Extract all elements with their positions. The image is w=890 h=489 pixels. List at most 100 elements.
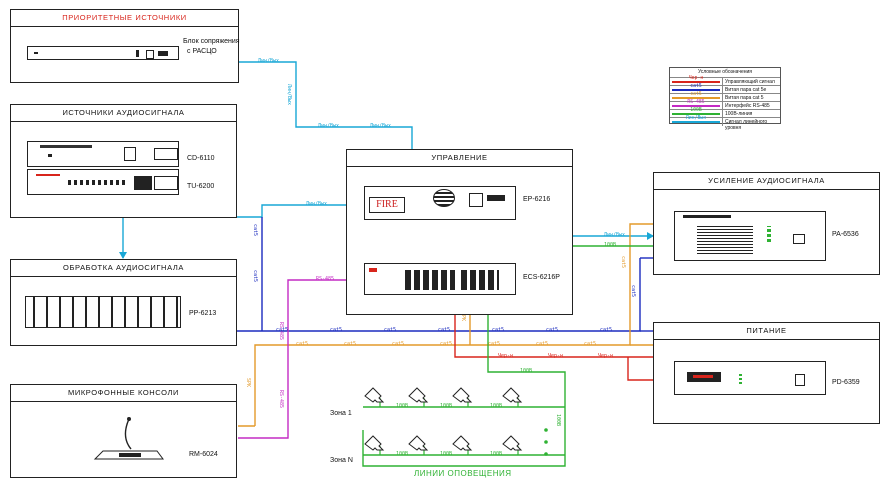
zone-1-label: Зона 1: [330, 410, 352, 417]
cable-label: RS-485: [278, 322, 284, 341]
ep-label: EP-6216: [523, 196, 551, 203]
legend-code: 100В: [690, 108, 702, 113]
cable-label: cat5: [392, 341, 405, 347]
arrow-down-pp: [119, 252, 127, 259]
speakers: [364, 387, 523, 451]
cable-label: cat5: [620, 256, 626, 269]
legend-description: Сигнал линейного уровня: [725, 119, 768, 131]
speaker-icon: [408, 387, 429, 403]
legend-swatch: cat5: [670, 92, 723, 102]
ep-panel-device: FIRE: [364, 186, 516, 220]
group-title: УСИЛЕНИЕ АУДИОСИГНАЛА: [654, 173, 879, 190]
legend-description: Интерфейс RS-485: [725, 103, 770, 109]
legend-code: Лин/Вых: [685, 116, 707, 121]
interface-block-label: Блок сопряжения: [183, 38, 240, 45]
keypad-icon: [469, 193, 483, 207]
group-title: ИСТОЧНИКИ АУДИОСИГНАЛА: [11, 105, 236, 122]
speaker-icon: [364, 387, 385, 403]
power-group: ПИТАНИЕ PD-6359: [653, 322, 880, 424]
audio-sources-group: ИСТОЧНИКИ АУДИОСИГНАЛА CD-6110 TU-6200: [10, 104, 237, 218]
legend-description: 100В-линия: [725, 111, 753, 117]
legend-description: Витая пара cat 5e: [725, 87, 767, 93]
legend-line: [672, 81, 720, 83]
cable-label: Лин/Вых: [370, 123, 392, 129]
group-title: МИКРОФОННЫЕ КОНСОЛИ: [11, 385, 236, 402]
cable-label: Лин/Вых: [258, 58, 280, 64]
pd-label: PD-6359: [832, 379, 860, 386]
priority-sources-group: ПРИОРИТЕТНЫЕ ИСТОЧНИКИ Блок сопряжения с…: [10, 9, 240, 83]
microphone-icon: [433, 189, 455, 207]
cable-label: cat5: [344, 341, 357, 347]
legend-swatch: cat5: [670, 84, 723, 94]
cable-label: cat5: [536, 341, 549, 347]
cable-label: RS-485: [316, 276, 335, 282]
cable-label: Чер-н: [598, 353, 614, 359]
cable-label: cat5: [488, 341, 501, 347]
power-amplifier-device: [674, 211, 826, 261]
cable-label: cat5: [600, 327, 613, 333]
cable-label: SPK: [245, 378, 251, 388]
rm-label: RM-6024: [189, 451, 218, 458]
arrow-right-pa: [647, 232, 654, 240]
legend-description: Управляющий сигнал: [725, 79, 775, 85]
cable-label: cat5: [252, 270, 258, 283]
cable-label: 100В: [520, 368, 533, 374]
cable-label: cat5: [276, 327, 289, 333]
group-title: ПРИОРИТЕТНЫЕ ИСТОЧНИКИ: [11, 10, 238, 27]
cable-label: cat5: [384, 327, 397, 333]
cable-label: Лин/Вых: [286, 84, 292, 106]
mic-consoles-group: МИКРОФОННЫЕ КОНСОЛИ RM-6024: [10, 384, 237, 478]
legend-swatch: 100В: [670, 108, 723, 118]
cable-label: 100В: [604, 242, 617, 248]
cable-label: cat5: [630, 285, 636, 298]
cable-label: cat5: [546, 327, 559, 333]
cable-label: cat5: [296, 341, 309, 347]
ecs-controller-device: [364, 263, 516, 295]
legend-code: Чер-н: [688, 76, 704, 81]
speaker-icon: [408, 435, 429, 451]
legend-code: cat5: [690, 84, 702, 89]
legend-code: RS-485: [687, 100, 705, 105]
zone-ellipsis-dots: [544, 428, 548, 456]
cd-label: CD-6110: [187, 155, 215, 162]
legend-line: [672, 121, 720, 123]
cable-label: 100В: [396, 451, 409, 457]
speaker-icon: [502, 387, 523, 403]
legend-row: 100В 100В-линия: [670, 108, 780, 118]
cable-label: cat5: [440, 341, 453, 347]
group-title: ОБРАБОТКА АУДИОСИГНАЛА: [11, 260, 236, 277]
pa-label: PA-6536: [832, 231, 859, 238]
cable-label: 100В: [490, 451, 503, 457]
group-title: ПИТАНИЕ: [654, 323, 879, 340]
cable-label: 100В: [440, 403, 453, 409]
power-supply-device: [674, 361, 826, 395]
notification-lines-label: ЛИНИИ ОПОВЕЩЕНИЯ: [414, 469, 512, 478]
legend-title: Условные обозначения: [697, 69, 753, 75]
control-group: УПРАВЛЕНИЕ FIRE EP-6216 ECS-6216P: [346, 149, 573, 315]
legend-code: cat5: [690, 92, 702, 97]
zone-n-label: Зона N: [330, 457, 353, 464]
red-ctrl-branch: [627, 357, 653, 381]
cable-label: cat5: [584, 341, 597, 347]
ecs-label: ECS-6216P: [523, 274, 560, 281]
cable-label: cat5: [438, 327, 451, 333]
legend-swatch: RS-485: [670, 100, 723, 110]
tuner-device: [27, 169, 179, 195]
legend-line: [672, 113, 720, 115]
cable-label: cat5: [330, 327, 343, 333]
preamp-device: [25, 296, 181, 328]
amplification-group: УСИЛЕНИЕ АУДИОСИГНАЛА PA-6536: [653, 172, 880, 275]
legend-swatch: Лин/Вых: [670, 116, 723, 126]
cable-label: cat5: [252, 224, 258, 237]
speaker-icon: [364, 435, 385, 451]
speaker-icon: [452, 435, 473, 451]
cable-label: 100В: [440, 451, 453, 457]
cable-label: cat5: [492, 327, 505, 333]
interface-block-device: [27, 46, 179, 60]
